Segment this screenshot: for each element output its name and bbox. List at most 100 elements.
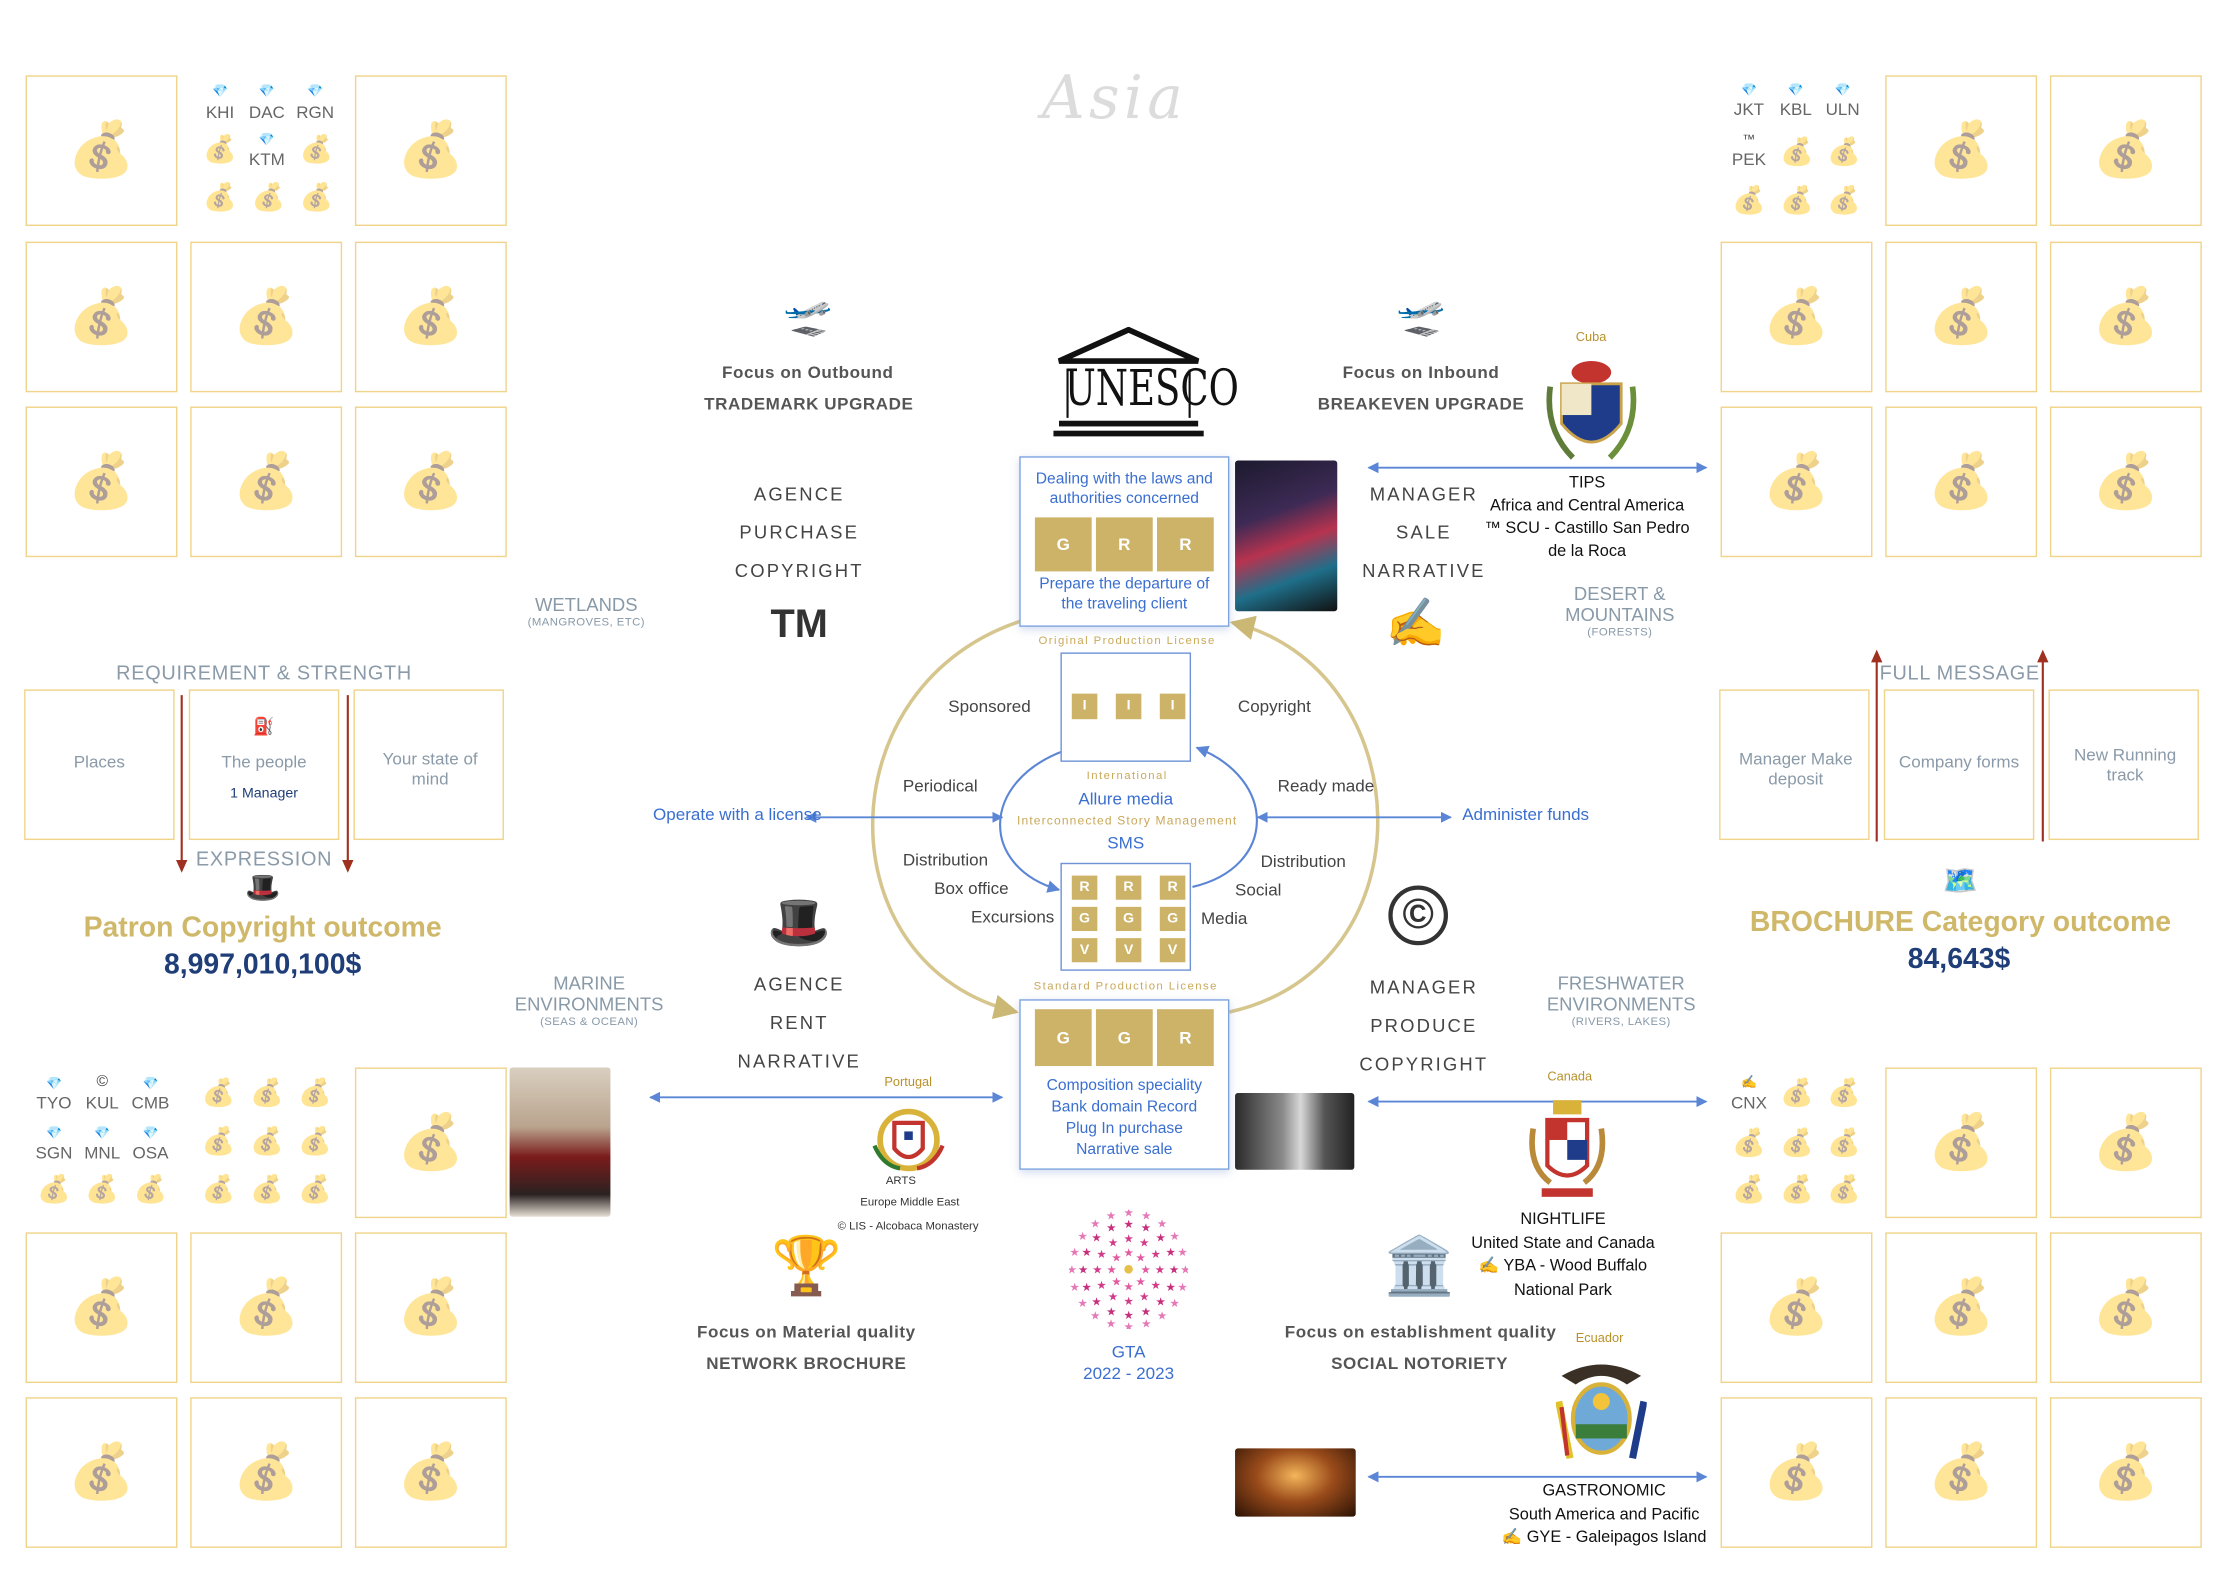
gta-center-mark: [1124, 1265, 1133, 1274]
fountain-pen-icon: ✍️: [1740, 1074, 1757, 1089]
gta-star-mark: ★: [1180, 1265, 1188, 1277]
left-bracket-1-head: [176, 859, 188, 873]
region-freshwater: FRESHWATER ENVIRONMENTS (RIVERS, LAKES): [1527, 972, 1714, 1029]
gta-label: GTA: [1111, 1341, 1146, 1362]
gem-icon: 💎: [1787, 82, 1804, 97]
money-bag-icon: 💰: [67, 1277, 136, 1338]
label-distribution-right: Distribution: [1260, 851, 1346, 872]
gta-star-mark: ★: [1111, 1252, 1121, 1264]
money-bag-icon: 💰: [1927, 1442, 1995, 1503]
bottom-panel-line: Bank domain Record: [1051, 1098, 1198, 1116]
money-bag-icon: 💰: [251, 183, 286, 214]
license-box: R: [1115, 875, 1142, 900]
money-cell: 💰: [2049, 1067, 2202, 1219]
money-bag-icon: 💰: [397, 287, 465, 347]
ecuador-line1: GASTRONOMIC: [1542, 1482, 1666, 1500]
license-box: G: [1115, 906, 1142, 932]
canada-info: NIGHTLIFE United State and Canada ✍️ YBA…: [1457, 1208, 1670, 1302]
gta-star-mark: ★: [1177, 1247, 1187, 1259]
label-excursions: Excursions: [971, 906, 1055, 927]
requirement-header: REQUIREMENT & STRENGTH: [116, 660, 412, 684]
focus-establishment-sub: SOCIAL NOTORIETY: [1331, 1353, 1509, 1374]
money-bag-icon: 💰: [1780, 1175, 1815, 1206]
region-sub: (SEAS & OCEAN): [540, 1014, 639, 1028]
label-sponsored: Sponsored: [948, 696, 1031, 717]
map-icon: 🗺️: [1942, 865, 1979, 897]
gta-star-mark: ★: [1156, 1297, 1166, 1309]
focus-outbound-sub: TRADEMARK UPGRADE: [704, 393, 914, 414]
money-bag-icon: 💰: [232, 1442, 300, 1503]
label-social: Social: [1235, 879, 1282, 900]
money-bag-icon: 💰: [1927, 452, 1995, 512]
airport-code: MNL: [84, 1142, 121, 1163]
stack-manager-produce: © MANAGER PRODUCE COPYRIGHT: [1346, 885, 1502, 1075]
small-bags-cell: 💰 💰 💰 💰 💰 💰 💰 💰 💰: [190, 1067, 342, 1218]
gta-star-mark: ★: [1123, 1310, 1133, 1322]
focus-inbound-sub: BREAKEVEN UPGRADE: [1317, 393, 1525, 414]
sms-label: SMS: [1107, 832, 1145, 853]
ecuador-line2: South America and Pacific: [1508, 1505, 1700, 1524]
operate-license-label: Operate with a license: [653, 804, 822, 825]
money-bag-icon: 💰: [1732, 186, 1766, 217]
bottom-panel-line: Narrative sale: [1076, 1141, 1173, 1159]
money-cell: 💰: [1720, 241, 1873, 393]
right-bracket-2-head: [2037, 649, 2049, 663]
unesco-logo: UNESCO: [1053, 326, 1239, 441]
money-bag-icon: 💰: [1827, 1128, 1861, 1159]
gta-star-mark: ★: [1096, 1249, 1106, 1261]
money-bag-icon: 💰: [232, 452, 300, 512]
money-bag-icon: 💰: [1780, 1078, 1815, 1109]
money-cell: 💰: [25, 1397, 178, 1548]
money-bag-icon: 💰: [37, 1175, 71, 1206]
focus-outbound: 🛫 Focus on Outbound TRADEMARK UPGRADE: [704, 291, 914, 414]
money-bag-icon: 💰: [1732, 1175, 1766, 1206]
money-bag-icon: 💰: [203, 183, 237, 214]
license-box: V: [1159, 938, 1186, 963]
money-cell: 💰: [1885, 406, 2038, 558]
gta-star-mark: ★: [1070, 1282, 1080, 1294]
focus-establishment: 🏛️ Focus on establishment quality SOCIAL…: [1285, 1231, 1556, 1374]
money-cell: 💰: [2049, 1397, 2202, 1548]
gta-star-mark: ★: [1136, 1277, 1146, 1289]
interconnected-label: Interconnected Story Management: [1016, 813, 1238, 828]
money-bag-icon: 💰: [67, 1442, 136, 1503]
airport-code: RGN: [296, 102, 335, 123]
money-bag-icon: 💰: [299, 183, 334, 214]
trademark-mark: TM: [770, 601, 828, 646]
label-copyright: Copyright: [1237, 696, 1311, 717]
airport-cell-top-right: 💎 💎 💎 JKT KBL ULN ™ PEK 💰 💰 💰 💰 💰: [1721, 75, 1873, 226]
gta-star-mark: ★: [1081, 1247, 1091, 1259]
money-cell: 💰: [190, 1232, 343, 1384]
money-cell: 💰: [354, 241, 507, 393]
top-hat-icon: 🎩: [767, 892, 832, 951]
gta-star-mark: ★: [1177, 1282, 1187, 1294]
gta-star-mark: ★: [1166, 1282, 1176, 1294]
airport-cell-bottom-left: 💎 © 💎 TYO KUL CMB 💎 💎 💎 SGN MNL OSA 💰 💰 …: [26, 1067, 178, 1218]
money-bag-icon: 💰: [67, 120, 136, 181]
money-bag-icon: 💰: [1762, 1277, 1831, 1338]
bottom-panel-line: Plug In purchase: [1065, 1120, 1183, 1138]
money-bag-icon: 💰: [232, 287, 300, 347]
money-bag-icon: 💰: [1927, 1112, 1995, 1173]
gta-star-mark: ★: [1141, 1319, 1151, 1329]
gta-star-mark: ★: [1169, 1265, 1179, 1277]
gta-star-mark: ★: [1169, 1298, 1179, 1310]
gta-star-mark: ★: [1106, 1307, 1116, 1319]
cuba-coat-of-arms-icon: [1546, 361, 1637, 460]
gta-star-mark: ★: [1123, 1321, 1133, 1329]
gta-star-mark: ★: [1108, 1237, 1118, 1249]
gta-star-mark: ★: [1077, 1298, 1087, 1310]
region-title: WETLANDS: [535, 594, 638, 616]
money-bag-icon: 💰: [67, 452, 136, 512]
region-sub: (MANGROVES, ETC): [527, 615, 645, 629]
gta-logo-icon: ★★★★★★★★★★★★★★★★★★★★★★★★★★★★★★★★★★★★★★★★…: [1069, 1210, 1188, 1329]
money-cell: 💰: [2049, 75, 2202, 227]
gta-star-mark: ★: [1091, 1297, 1101, 1309]
airport-code: CNX: [1730, 1093, 1767, 1113]
money-bag-icon: 💰: [201, 1078, 236, 1109]
original-license-caption: Original Production License: [1038, 633, 1216, 647]
gem-icon: 💎: [45, 1075, 62, 1091]
stack-word: NARRATIVE: [737, 1050, 861, 1072]
bottom-panel-line: Composition speciality: [1046, 1077, 1203, 1095]
